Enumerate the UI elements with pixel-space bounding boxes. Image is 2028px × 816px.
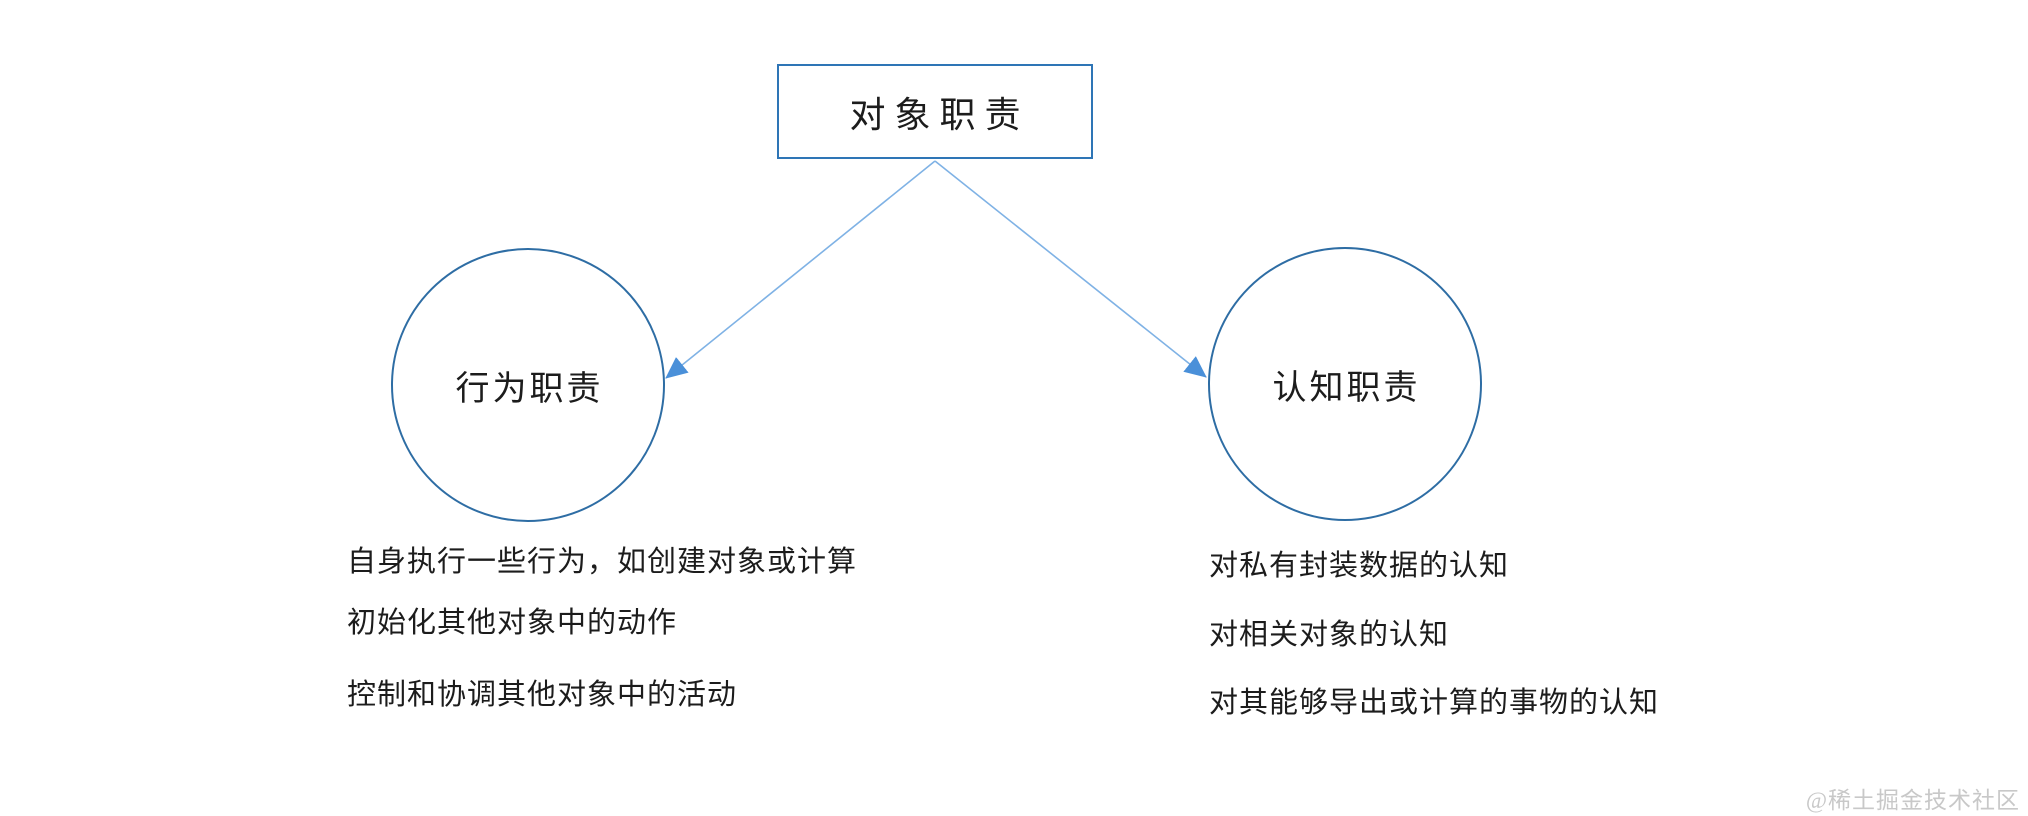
cognition-node-label: 认知职责 [1272,369,1421,407]
cognition-point-1: 对私有封装数据的认知 [1209,550,1510,582]
behavior-node-label: 行为职责 [455,370,604,408]
behavior-point-3: 控制和协调其他对象中的活动 [347,679,738,711]
watermark: @稀土掘金技术社区 [1805,788,2020,813]
behavior-node-circle: 行为职责 [391,248,665,522]
behavior-point-1: 自身执行一些行为，如创建对象或计算 [347,546,858,578]
cognition-node-circle: 认知职责 [1208,247,1482,521]
arrow-to-cognition [934,160,1207,378]
cognition-point-3: 对其能够导出或计算的事物的认知 [1209,687,1660,719]
cognition-point-2: 对相关对象的认知 [1209,619,1450,651]
root-node-box: 对象职责 [777,64,1093,159]
arrow-to-behavior [665,160,936,379]
behavior-point-2: 初始化其他对象中的动作 [347,607,678,639]
root-node-label: 对象职责 [849,94,1030,135]
